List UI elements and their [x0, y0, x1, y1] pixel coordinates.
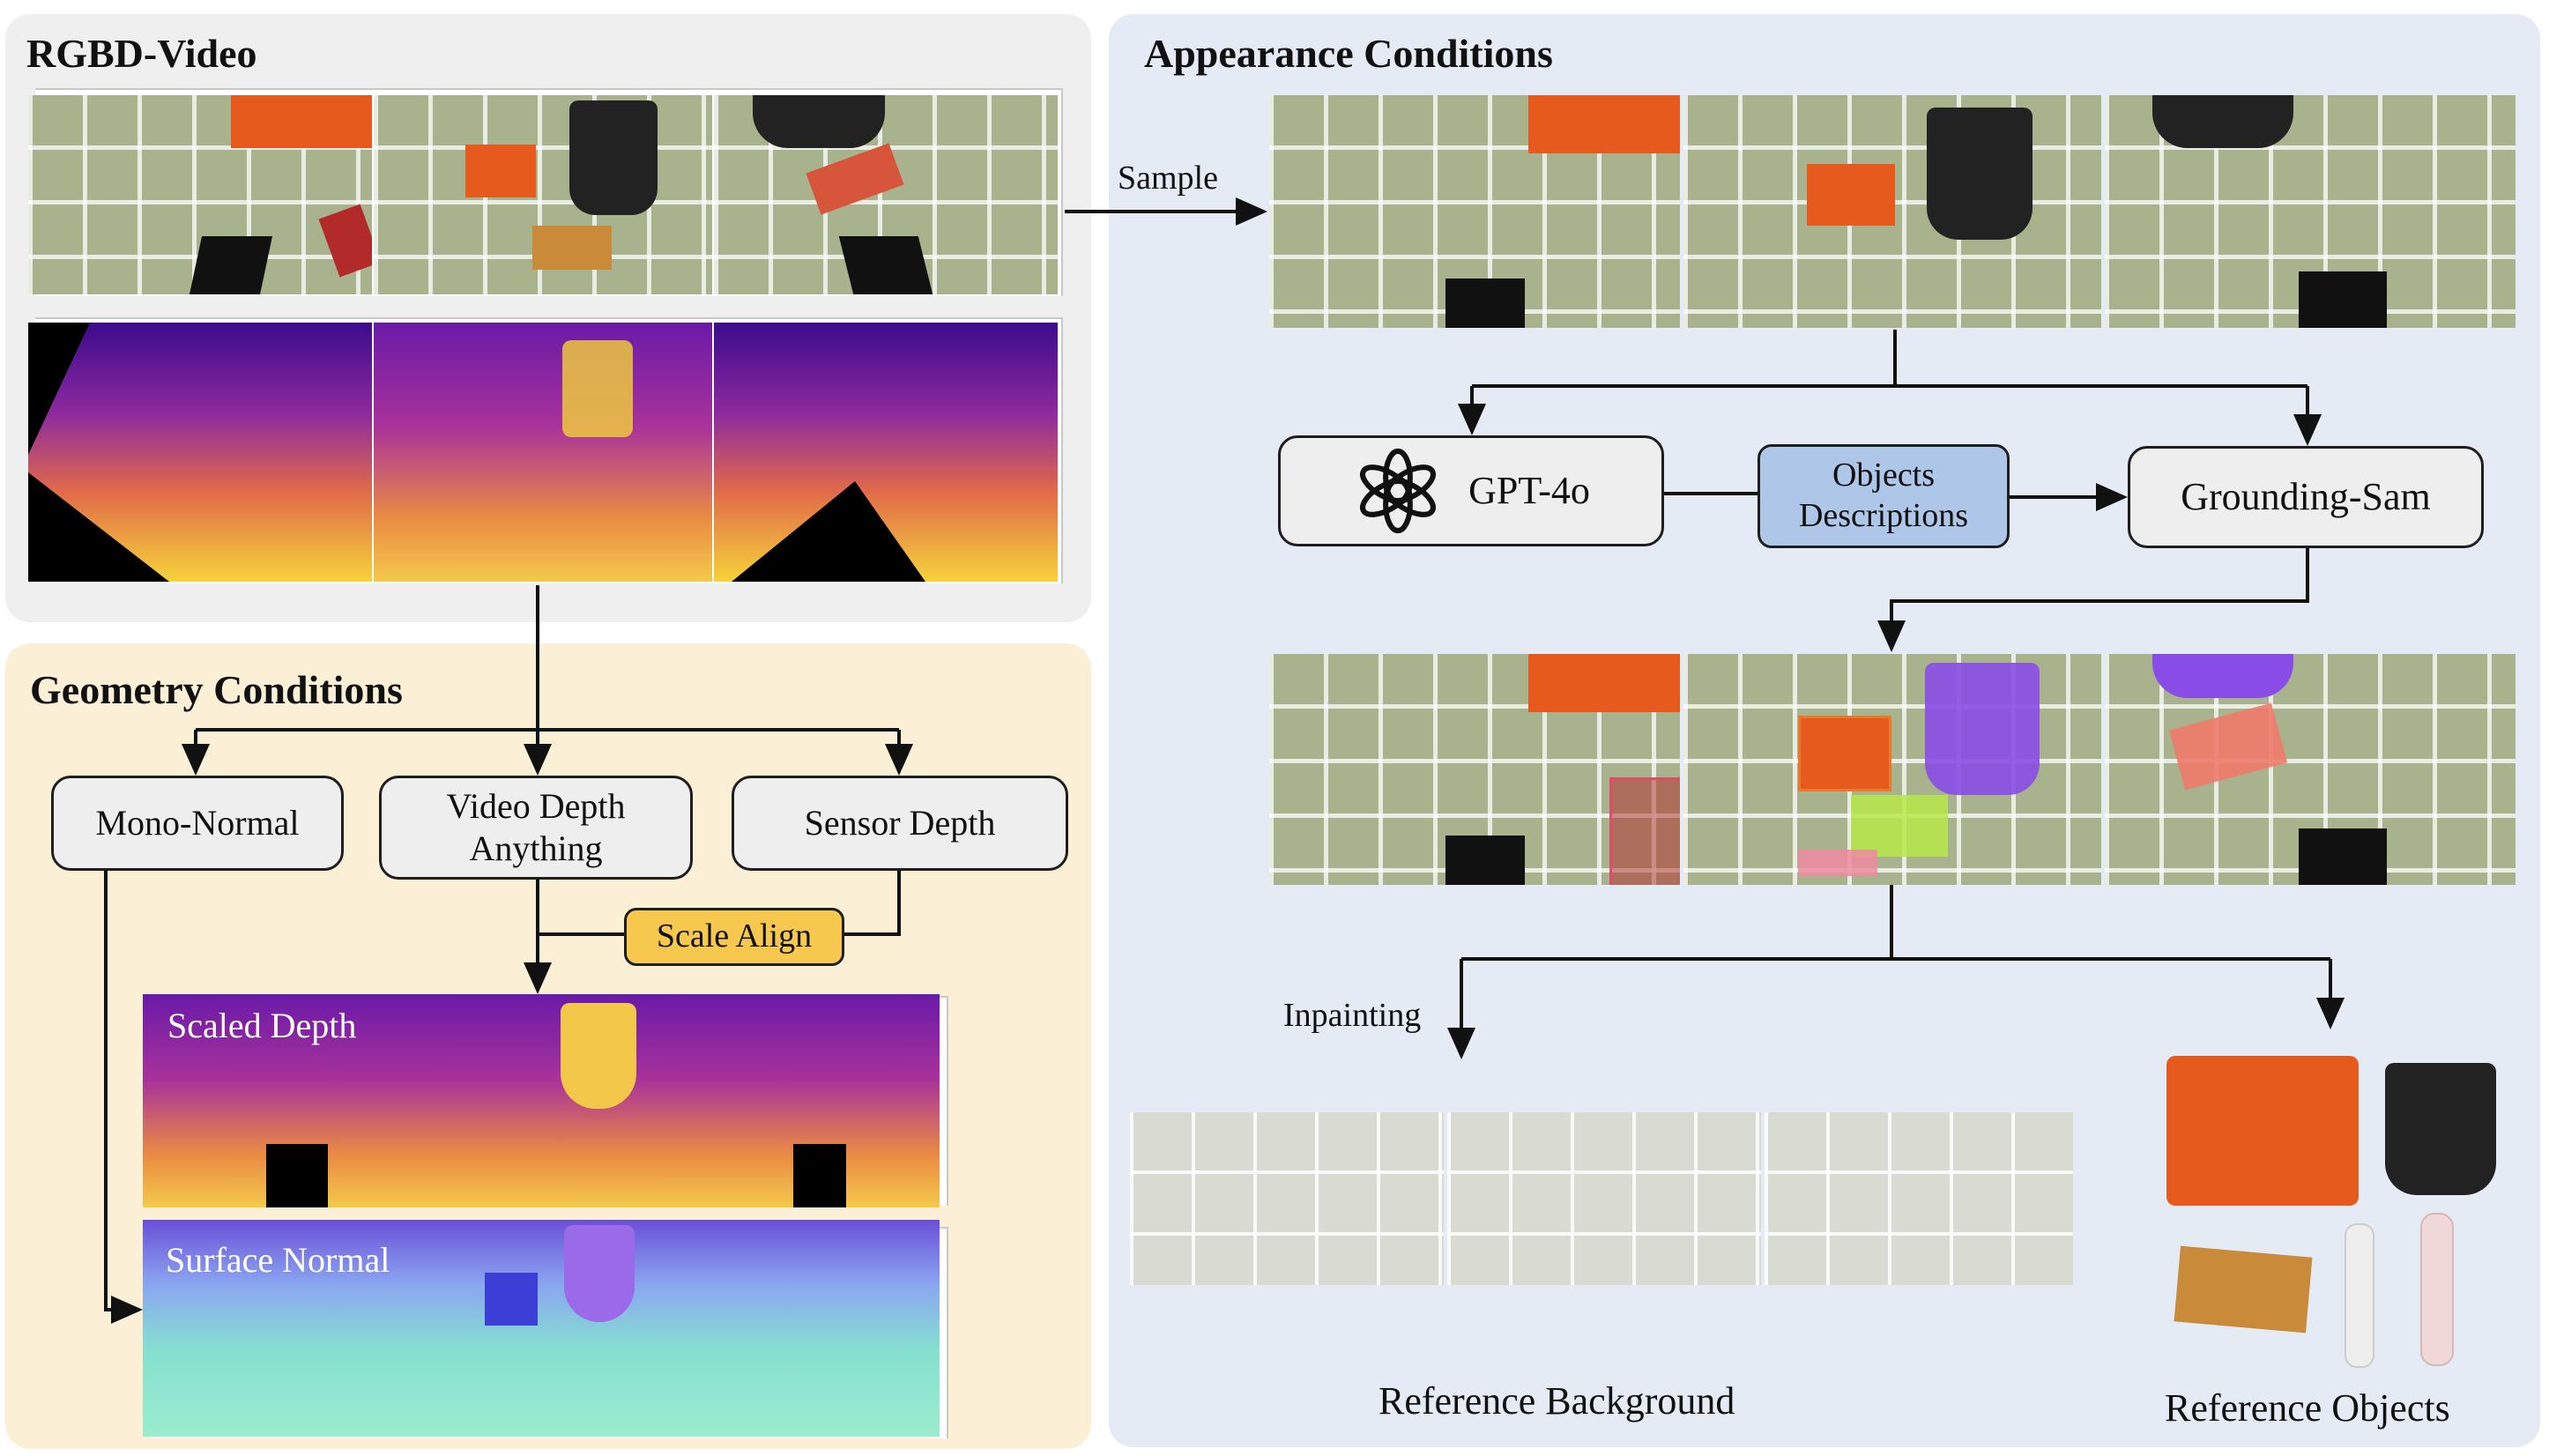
- gripper-shape: [793, 1144, 846, 1207]
- orange-basket: [1528, 95, 1680, 153]
- scaled-depth-frame-1: [143, 994, 405, 1207]
- scaled-depth-label: Scaled Depth: [167, 1006, 357, 1045]
- reference-fork: [2345, 1223, 2374, 1368]
- object-mask: [1851, 795, 1948, 857]
- inpainting-label: Inpainting: [1283, 997, 1422, 1034]
- surface-normal-label: Surface Normal: [166, 1240, 390, 1280]
- objects-descriptions-box: Objects Descriptions: [1758, 444, 2010, 548]
- segmented-frame-2: [1683, 654, 2101, 885]
- rgb-frame-1: [28, 95, 372, 294]
- scale-align-label: Scale Align: [656, 917, 813, 955]
- rgb-frame-2: [374, 95, 712, 294]
- gripper-shape: [2299, 828, 2387, 885]
- gripper-shape: [1445, 279, 1525, 328]
- snack-bag: [532, 226, 612, 270]
- normal-blob: [485, 1273, 538, 1326]
- gripper-shape: [2299, 271, 2387, 328]
- sensor-depth-label: Sensor Depth: [804, 803, 996, 843]
- orange-basket: [1528, 654, 1680, 712]
- reference-knife: [2420, 1213, 2454, 1366]
- depth-hole: [28, 323, 90, 455]
- reference-objects-caption: Reference Objects: [2165, 1386, 2450, 1430]
- gripper-shape: [1445, 836, 1525, 885]
- trash-bin: [569, 100, 658, 215]
- scale-align-box: Scale Align: [624, 908, 844, 966]
- sampled-frame-1: [1269, 95, 1680, 328]
- inpainted-frame-2: [1447, 1112, 1761, 1285]
- orange-basket: [231, 95, 372, 148]
- video-depth-label: Video Depth: [446, 786, 626, 826]
- surface-normal-frame-3: [670, 1220, 940, 1437]
- depth-frame-2: [374, 323, 712, 582]
- video-depth-anything-box: Video Depth Anything: [379, 776, 693, 880]
- gripper-shape: [266, 1144, 328, 1207]
- depth-frame-3: [714, 323, 1058, 582]
- trash-bin-mask: [2152, 654, 2293, 698]
- segmented-frame-3: [2105, 654, 2516, 885]
- scaled-depth-frame-2: [405, 994, 670, 1207]
- gpt-4o-label: GPT-4o: [1468, 468, 1590, 512]
- reference-trash-bin: [2385, 1063, 2496, 1195]
- orange-basket: [1798, 716, 1891, 791]
- trash-bin-mask: [1925, 663, 2040, 795]
- rgbd-video-title: RGBD-Video: [26, 31, 257, 76]
- object-mask: [1798, 850, 1877, 876]
- snack-bag: [806, 143, 904, 215]
- trash-bin: [1927, 108, 2033, 240]
- gripper-shape: [838, 236, 933, 294]
- grounding-sam-box: Grounding-Sam: [2128, 446, 2484, 548]
- depth-hole: [732, 481, 925, 582]
- sampled-frame-3: [2105, 95, 2516, 328]
- mono-normal-box: Mono-Normal: [51, 776, 344, 871]
- normal-blob: [564, 1225, 635, 1322]
- mask-box: [1609, 777, 1680, 885]
- gripper-shape: [189, 236, 273, 294]
- video-depth-label-2: Anything: [469, 828, 603, 868]
- sample-label: Sample: [1118, 160, 1218, 197]
- surface-normal-frame-1: [143, 1220, 405, 1437]
- scaled-depth-frame-3: [670, 994, 940, 1207]
- depth-hole: [28, 472, 169, 582]
- depth-frame-1: [28, 323, 372, 582]
- orange-basket: [465, 145, 536, 197]
- depth-blob: [561, 1003, 636, 1109]
- inpainted-frame-3: [1765, 1112, 2073, 1285]
- object-mask: [2168, 702, 2288, 791]
- trash-bin: [753, 95, 885, 148]
- orange-basket: [1807, 164, 1895, 226]
- snack-bag: [318, 204, 372, 278]
- sensor-depth-box: Sensor Depth: [732, 776, 1068, 871]
- appearance-conditions-title: Appearance Conditions: [1144, 31, 1553, 76]
- segmented-frame-1: [1269, 654, 1680, 885]
- grounding-sam-label: Grounding-Sam: [2181, 474, 2431, 518]
- inpainted-frame-1: [1130, 1112, 1444, 1285]
- trash-bin: [2152, 95, 2293, 148]
- reference-snack: [2174, 1245, 2313, 1333]
- rgb-frame-3: [714, 95, 1058, 294]
- sampled-frame-2: [1683, 95, 2101, 328]
- geometry-conditions-title: Geometry Conditions: [30, 667, 403, 712]
- mono-normal-label: Mono-Normal: [95, 803, 300, 843]
- gpt-4o-box: GPT-4o: [1278, 435, 1664, 546]
- reference-background-caption: Reference Background: [1379, 1379, 1735, 1423]
- reference-basket: [2166, 1056, 2359, 1206]
- surface-normal-frame-2: [405, 1220, 670, 1437]
- descriptions-label: Descriptions: [1798, 497, 1969, 534]
- depth-blob: [562, 340, 633, 437]
- objects-label: Objects: [1832, 457, 1936, 494]
- openai-logo-icon: [1360, 448, 1437, 534]
